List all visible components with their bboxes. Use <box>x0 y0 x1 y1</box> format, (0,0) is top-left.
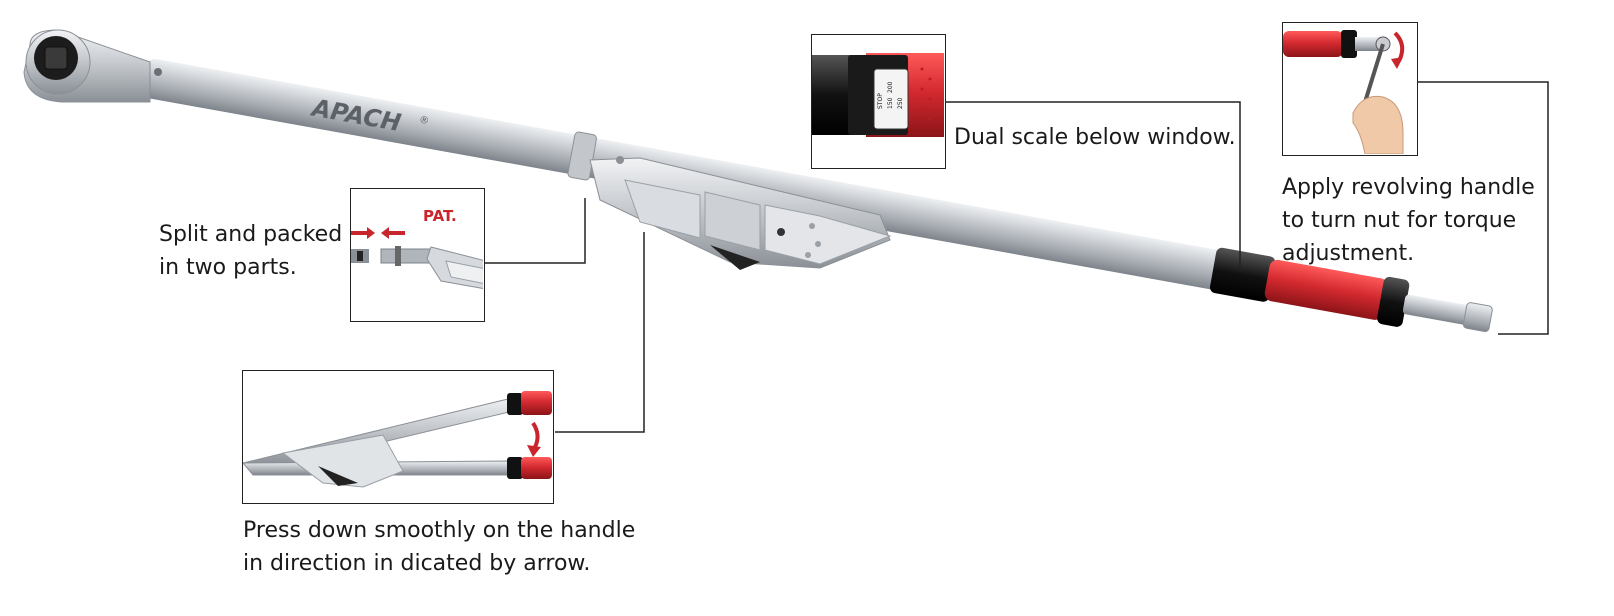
push-arrows-icon <box>351 227 405 239</box>
inset-press-handle <box>242 370 554 504</box>
revolving-handle-photo <box>1283 30 1405 154</box>
leader-lines <box>485 81 1549 433</box>
breaking-lever <box>589 156 892 270</box>
inset-split-parts: PAT. <box>350 188 485 322</box>
down-arrow-icon <box>527 421 541 457</box>
svg-text:STOP: STOP <box>877 93 884 109</box>
scale-window: STOP 150 200 250 <box>877 81 904 109</box>
caption-split-parts: Split and packed in two parts. <box>159 222 343 280</box>
patent-badge: PAT. <box>423 207 457 225</box>
caption-dual-scale: Dual scale below window. <box>954 125 1236 150</box>
caption-press-handle: Press down smoothly on the handle in dir… <box>243 518 636 576</box>
ratchet-head <box>23 29 162 103</box>
handle-grip <box>1264 259 1388 320</box>
handle-collar <box>1209 247 1276 302</box>
press-handle-photo <box>243 391 552 488</box>
dual-scale-photo: STOP 150 200 250 <box>812 53 944 137</box>
inset-dual-scale: STOP 150 200 250 <box>811 34 946 169</box>
svg-text:250: 250 <box>897 97 904 109</box>
split-parts-photo: PAT. <box>351 207 483 289</box>
rotate-arrow-icon <box>1391 31 1405 69</box>
inset-revolving-handle <box>1282 22 1418 156</box>
svg-text:200: 200 <box>887 81 894 93</box>
svg-text:®: ® <box>418 115 430 128</box>
caption-revolving-handle: Apply revolving handle to turn nut for t… <box>1282 175 1535 266</box>
svg-text:150: 150 <box>887 97 894 109</box>
